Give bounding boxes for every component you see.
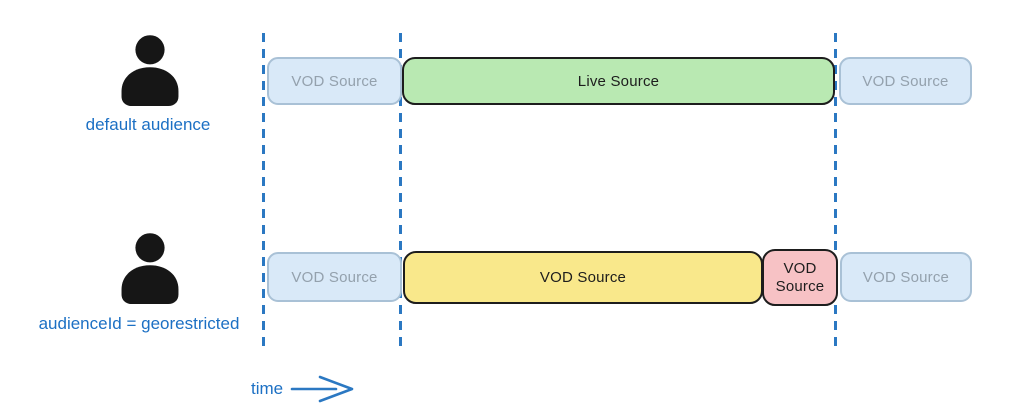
segment-vod-source: VOD Source <box>839 57 972 105</box>
segment-vod-source: VOD Source <box>840 252 972 302</box>
audience-label-georestricted: audienceId = georestricted <box>38 314 240 333</box>
segment-vod-source-pink: VOD Source <box>762 249 838 306</box>
segment-vod-source-yellow: VOD Source <box>403 251 763 304</box>
time-axis-label: time <box>251 379 284 398</box>
user-icon-georestricted-audience <box>112 231 188 304</box>
time-arrow-icon <box>290 374 356 404</box>
timeline-marker-line-2 <box>399 33 402 352</box>
segment-live-source: Live Source <box>402 57 835 105</box>
audience-label-default: default audience <box>85 115 211 134</box>
segment-vod-source: VOD Source <box>267 57 402 105</box>
timeline-marker-line-3 <box>834 33 837 352</box>
user-icon-default-audience <box>112 33 188 106</box>
timeline-marker-line-1 <box>262 33 265 352</box>
segment-vod-source: VOD Source <box>267 252 402 302</box>
